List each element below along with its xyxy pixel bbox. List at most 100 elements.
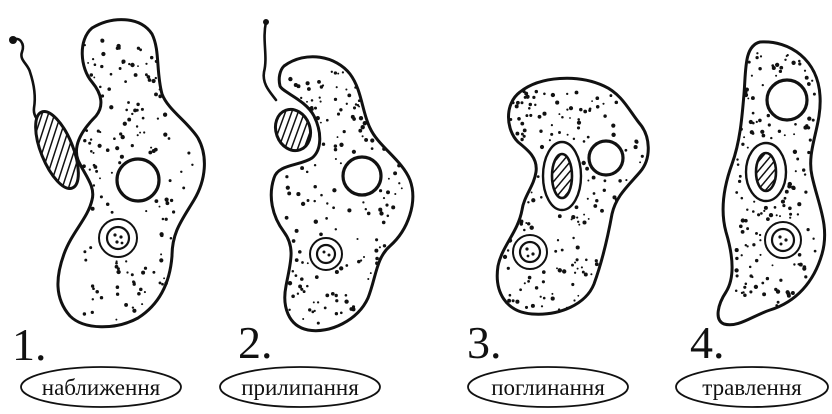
granule (352, 150, 356, 154)
granule (757, 213, 760, 216)
granule (814, 250, 817, 253)
granule (582, 220, 586, 224)
granule (741, 292, 743, 294)
granule (352, 116, 354, 118)
granule (784, 134, 786, 136)
granule (756, 121, 758, 123)
granule (551, 297, 555, 301)
granule (520, 122, 524, 126)
granule (558, 214, 562, 218)
granule (743, 136, 745, 138)
granule (582, 271, 585, 274)
vacuole (117, 159, 159, 201)
granule (148, 78, 152, 82)
granule (317, 322, 320, 325)
granule (388, 178, 390, 180)
granule (641, 155, 644, 158)
granule (288, 281, 292, 285)
granule (287, 191, 291, 195)
granule (292, 270, 295, 273)
granule (349, 307, 353, 311)
granule (92, 287, 95, 290)
granule (92, 58, 94, 60)
granule (779, 70, 782, 73)
granule (549, 139, 551, 141)
granule (784, 197, 787, 200)
granule (591, 100, 593, 102)
granule (300, 166, 304, 170)
granule (759, 239, 761, 241)
granule (98, 144, 102, 148)
granule (326, 202, 328, 204)
granule (515, 300, 519, 304)
stage-label-oval: травлення (676, 367, 828, 407)
granule (115, 146, 119, 150)
granule (130, 63, 134, 67)
granule (145, 63, 147, 65)
granule (775, 63, 779, 67)
granule (131, 144, 134, 147)
granule (306, 101, 308, 103)
granule (528, 276, 532, 280)
granule (326, 119, 329, 122)
granule (804, 70, 806, 72)
granule (317, 80, 321, 84)
granule (387, 215, 390, 218)
granule (523, 229, 526, 232)
granule (84, 44, 86, 46)
granule (509, 118, 512, 121)
stage-label-oval: прилипання (220, 367, 380, 407)
granule (571, 264, 574, 267)
granule (363, 121, 367, 125)
granule (160, 253, 162, 255)
granule (99, 177, 101, 179)
granule (298, 284, 302, 288)
granule (91, 311, 94, 314)
granule (760, 55, 762, 57)
granule (764, 206, 768, 210)
granule (734, 268, 738, 272)
granule (529, 114, 532, 117)
granule (531, 304, 535, 308)
granule (124, 303, 128, 307)
granule (296, 192, 300, 196)
granule (775, 75, 777, 77)
granule (762, 134, 766, 138)
granule (736, 158, 738, 160)
granule (374, 249, 378, 253)
granule (524, 282, 526, 284)
granule (577, 221, 579, 223)
stage-4: 4. травлення (676, 42, 828, 407)
granule (110, 107, 112, 109)
granule (121, 135, 125, 139)
granule (339, 266, 343, 270)
granule (542, 280, 545, 283)
granule (313, 301, 315, 303)
granule (755, 56, 758, 59)
granule (525, 306, 528, 309)
granule (118, 47, 121, 50)
granule (332, 206, 335, 209)
granule (558, 308, 560, 310)
granule (746, 227, 749, 230)
granule (583, 140, 586, 143)
granule (157, 117, 159, 119)
granule (141, 303, 143, 305)
granule (83, 139, 86, 142)
granule (291, 295, 295, 299)
nucleus (99, 219, 137, 257)
granule (90, 150, 93, 153)
granule (298, 250, 302, 254)
granule (735, 191, 738, 194)
granule (603, 189, 606, 192)
granule (163, 113, 167, 117)
granule (119, 67, 122, 70)
granule (286, 186, 290, 190)
granule (735, 289, 738, 292)
granule (739, 224, 743, 228)
granule (583, 214, 585, 216)
granule (578, 224, 580, 226)
granule (313, 185, 316, 188)
granule (363, 256, 365, 258)
granule (634, 145, 638, 149)
